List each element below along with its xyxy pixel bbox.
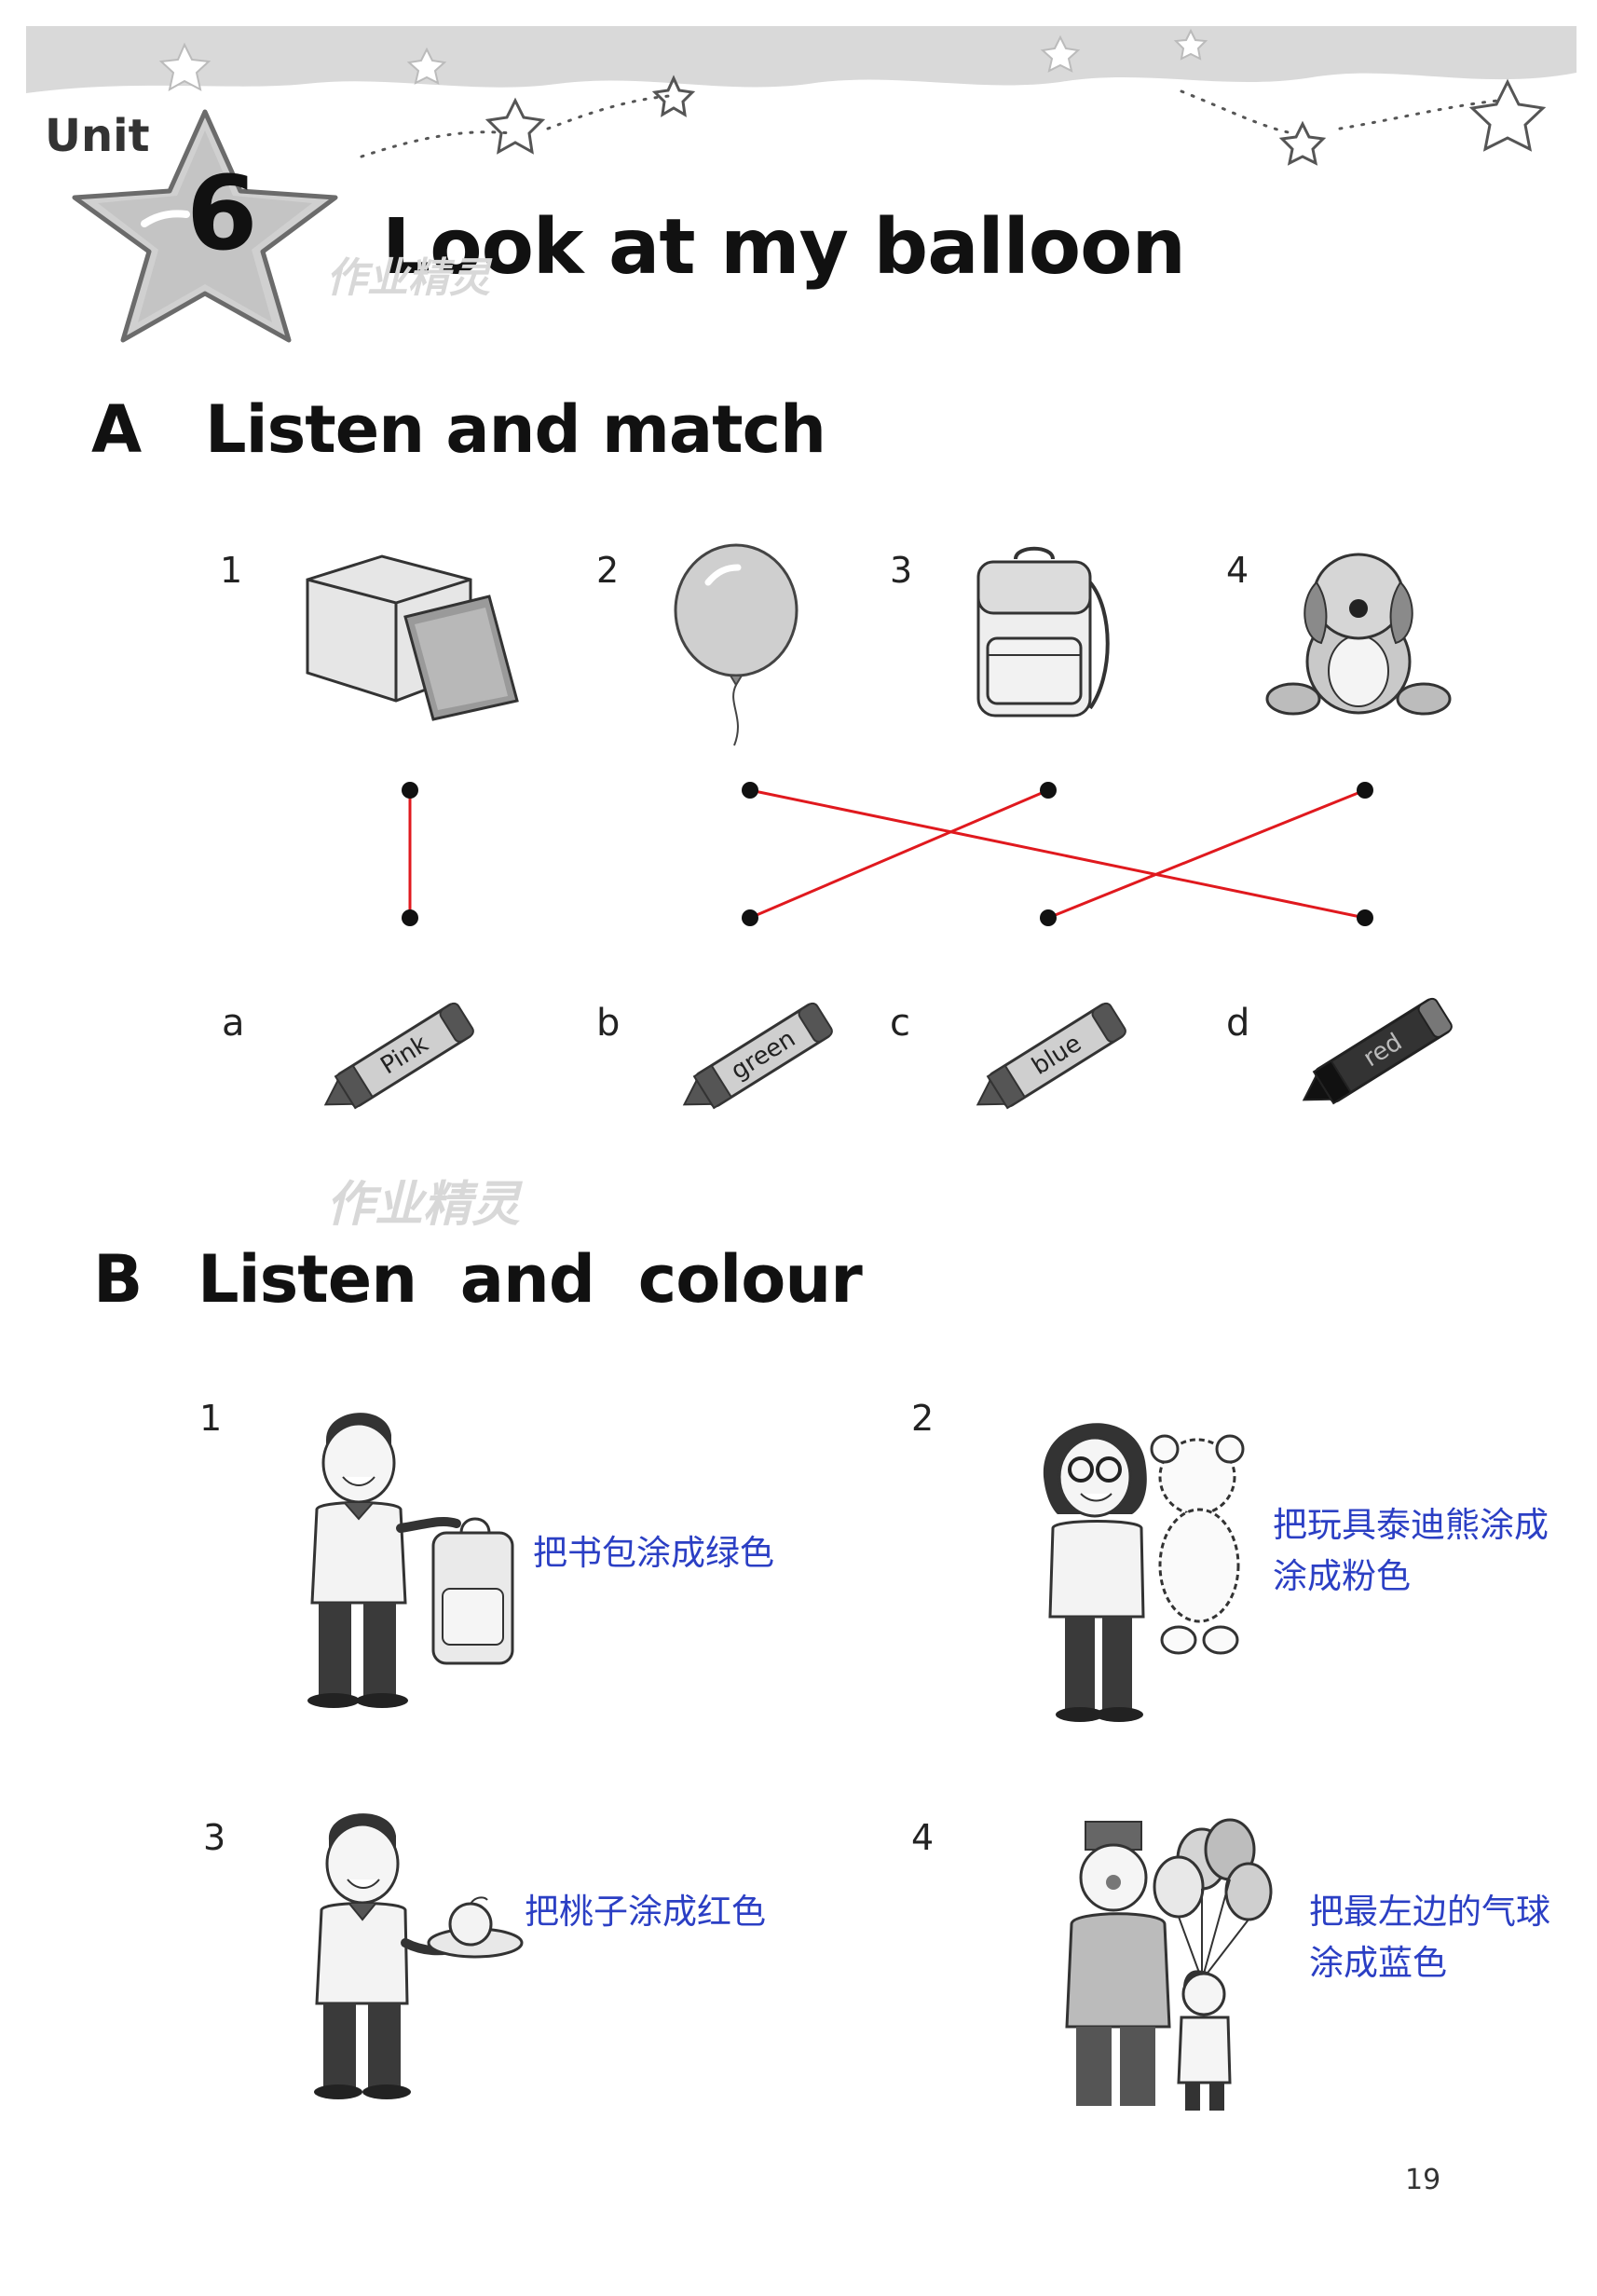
backpack-icon [976,546,1110,718]
boy-with-backpack-illustration [307,1413,514,1708]
b-item-number-3: 3 [203,1817,226,1858]
section-a-title: Listen and match [205,391,826,468]
match-line-2-d [749,788,1366,920]
crayon-pink: Pink [307,988,494,1128]
clown-with-balloons-illustration [1065,1818,1273,2111]
b-note-2-line2: 涂成粉色 [1273,1556,1411,1596]
balloon-icon [674,543,798,746]
dot-top-2 [742,782,758,799]
section-b-letter: B [93,1241,143,1318]
unit-number: 6 [186,154,258,273]
b-note-2-line1: 把玩具泰迪熊涂成 [1273,1505,1549,1545]
b-note-4-line1: 把最左边的气球 [1309,1892,1550,1932]
watermark-text: 作业精灵 [326,254,490,302]
match-lines [402,782,1373,926]
dot-top-1 [402,782,418,799]
item-number-2: 2 [596,550,620,591]
dot-top-4 [1357,782,1373,799]
b-note-4-line2: 涂成蓝色 [1309,1943,1447,1983]
boy-with-peach-illustration [314,1813,524,2099]
toy-dog-icon [1265,553,1452,716]
dot-bottom-b [742,909,758,926]
box-icon [306,554,519,721]
b-note-3: 把桃子涂成红色 [525,1892,766,1932]
b-note-1: 把书包涂成绿色 [533,1533,774,1573]
b-item-number-1: 1 [199,1398,223,1439]
crayon-letter-c: c [890,1002,910,1045]
dot-bottom-a [402,909,418,926]
crayon-green: green [666,988,853,1128]
page-title: Look at my balloon [382,203,1186,292]
crayon-red: red [1286,983,1472,1123]
section-a-letter: A [91,391,143,468]
match-line-3-b [749,788,1049,920]
item-number-4: 4 [1226,550,1249,591]
header-banner [26,26,1577,166]
girl-with-teddy-bear-illustration [1043,1423,1245,1722]
page-number: 19 [1405,2164,1441,2196]
watermark-text-2: 作业精灵 [326,1177,521,1233]
dot-bottom-c [1040,909,1057,926]
crayon-letter-b: b [596,1002,621,1045]
dot-bottom-d [1357,909,1373,926]
b-item-number-2: 2 [911,1398,935,1439]
crayon-letter-a: a [222,1002,245,1045]
item-number-3: 3 [890,550,913,591]
crayon-blue: blue [960,988,1146,1128]
unit-label: Unit [45,110,150,162]
section-b-title: Listen and colour [198,1241,863,1318]
item-number-1: 1 [220,550,243,591]
dot-top-3 [1040,782,1057,799]
crayon-letter-d: d [1226,1002,1250,1045]
b-item-number-4: 4 [911,1817,935,1858]
unit-star-badge [72,109,338,343]
match-line-4-c [1047,788,1366,920]
